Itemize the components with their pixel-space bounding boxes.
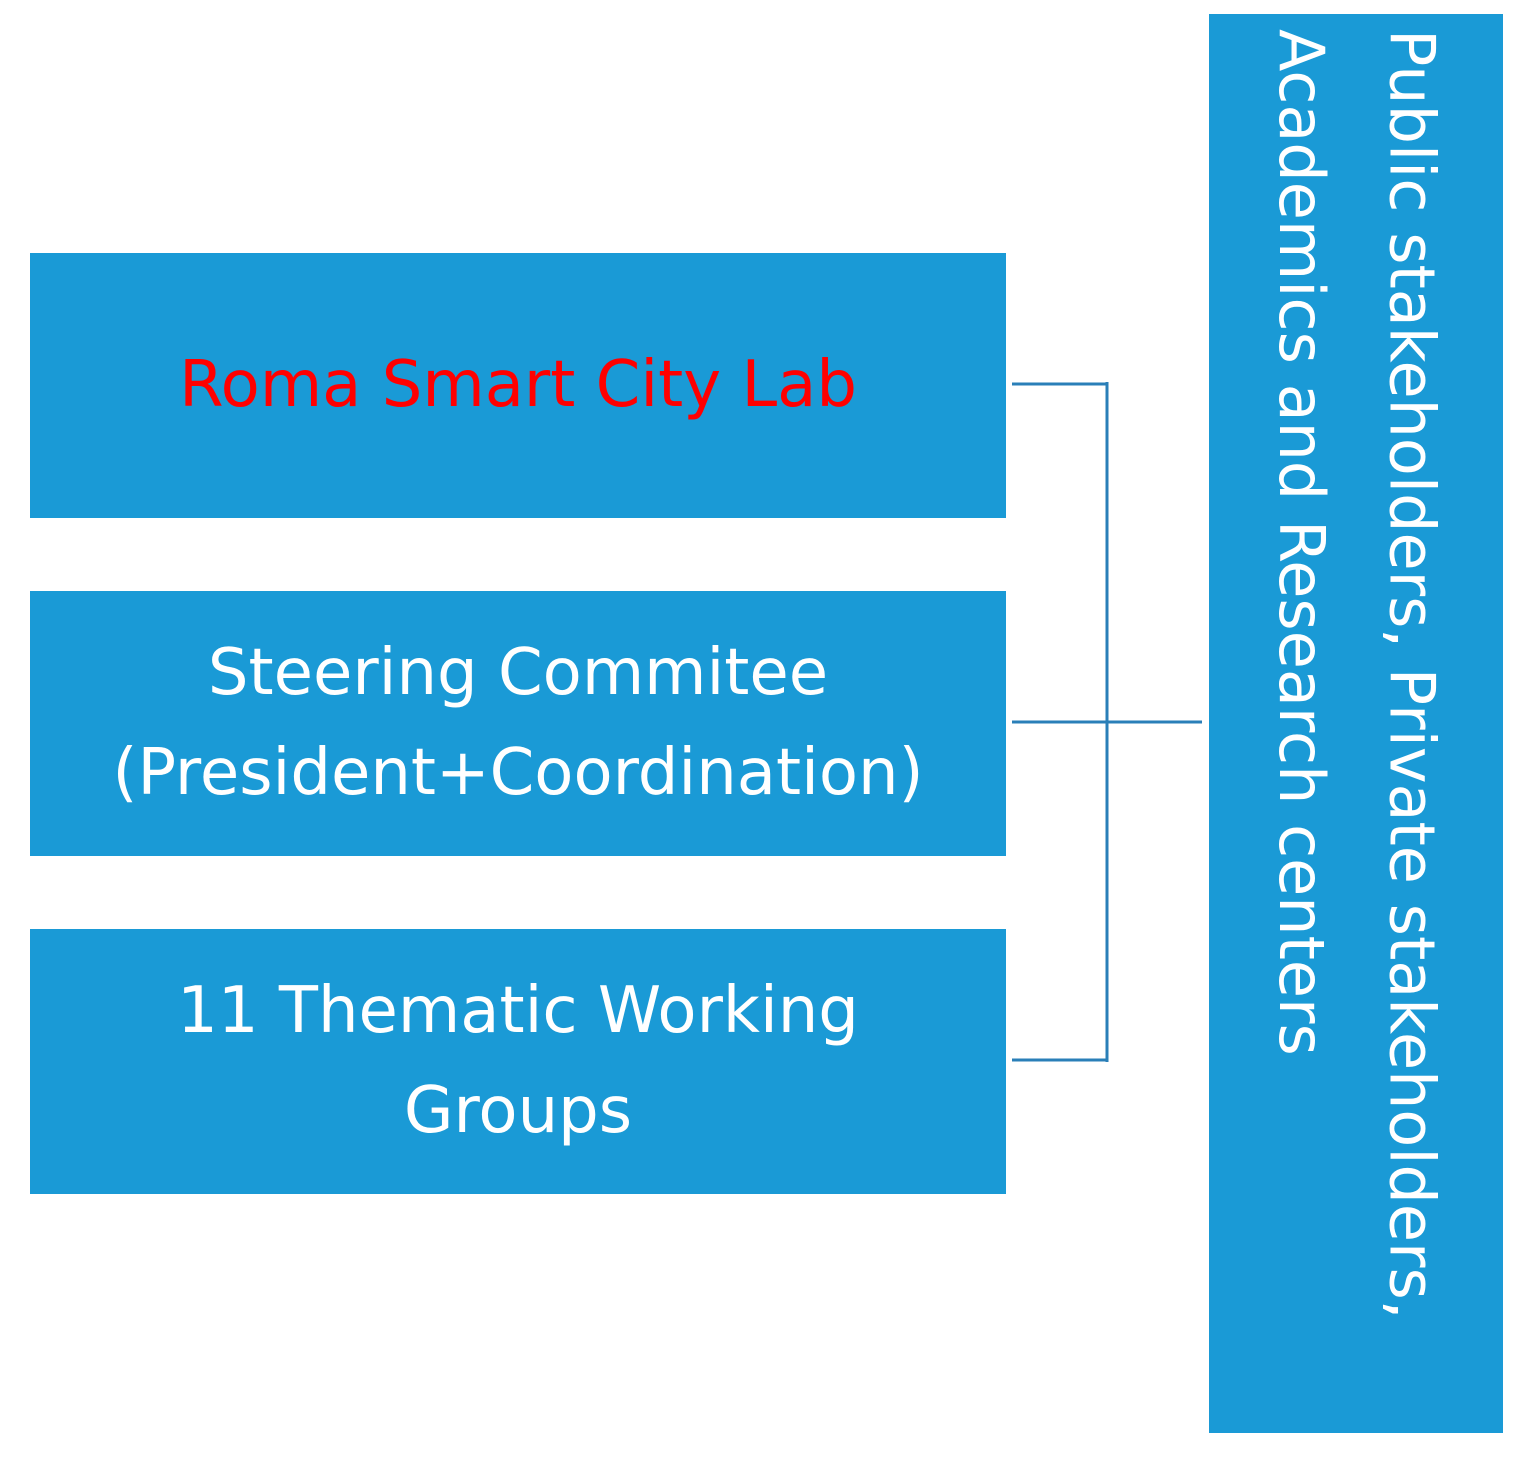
roma-smart-city-lab-label: Roma Smart City Lab xyxy=(179,347,857,422)
roma-smart-city-lab-box: Roma Smart City Lab xyxy=(30,253,1006,518)
steering-committee-line-2: (President+Coordination) xyxy=(112,735,924,810)
steering-committee-label: Steering Commitee (President+Coordinatio… xyxy=(112,624,923,822)
steering-committee-line-1: Steering Commitee xyxy=(207,636,829,711)
thematic-working-groups-box: 11 Thematic Working Groups xyxy=(30,929,1006,1194)
connector-lines xyxy=(1012,382,1202,1062)
thematic-working-groups-line-2: Groups xyxy=(403,1073,633,1148)
stakeholders-line-2: Academics and Research centers xyxy=(1265,28,1338,1056)
stakeholders-line-1: Public stakeholders, Private stakeholder… xyxy=(1375,28,1449,1320)
stakeholders-box: Public stakeholders, Private stakeholder… xyxy=(1209,14,1503,1433)
steering-committee-box: Steering Commitee (President+Coordinatio… xyxy=(30,591,1006,856)
thematic-working-groups-line-1: 11 Thematic Working xyxy=(177,974,859,1049)
thematic-working-groups-label: 11 Thematic Working Groups xyxy=(177,962,859,1160)
stakeholders-label: Public stakeholders, Private stakeholder… xyxy=(1246,29,1467,1419)
